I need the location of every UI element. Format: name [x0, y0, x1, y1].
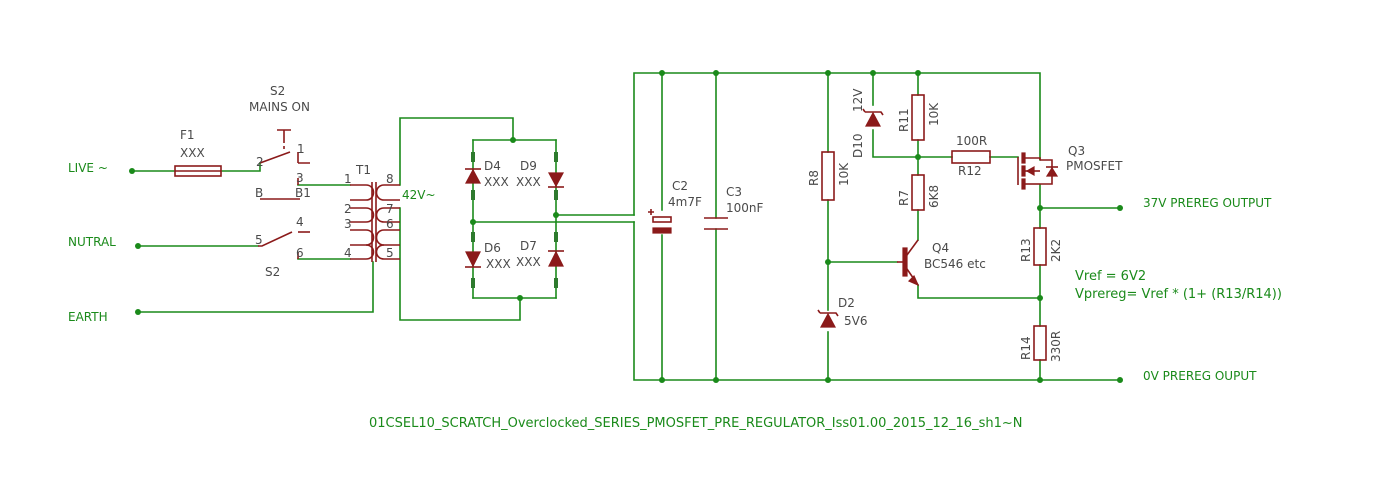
resistor-r13[interactable]: R13 2K2 [1019, 227, 1063, 266]
port-output-positive-label: 37V PREREG OUTPUT [1143, 196, 1272, 210]
port-neutral-label: NUTRAL [68, 235, 116, 249]
transformer-t1-name: T1 [355, 163, 371, 177]
capacitor-c3-value: 100nF [726, 201, 764, 215]
switch-s2[interactable]: S2 MAINS ON 1 2 3 B B1 4 5 6 S2 [249, 84, 311, 279]
switch-pin-2: 2 [256, 155, 264, 169]
resistor-r8[interactable]: R8 10K [807, 151, 851, 201]
port-output-zero[interactable]: 0V PREREG OUPUT [1117, 369, 1257, 383]
transformer-pin-8: 8 [386, 172, 394, 186]
transformer-t1[interactable]: T1 42V~ 1 2 3 4 5 6 7 8 [344, 163, 436, 262]
resistor-r12[interactable]: 100R R12 [951, 134, 991, 178]
transformer-pin-7: 7 [386, 202, 394, 216]
diode-d7[interactable]: D7 XXX [516, 232, 564, 288]
transistor-q4-value: BC546 etc [924, 257, 986, 271]
zener-d2-value: 5V6 [844, 314, 867, 328]
diode-d9[interactable]: D9 XXX [516, 152, 565, 200]
transformer-pin-3: 3 [344, 217, 352, 231]
capacitor-c3[interactable]: C3 100nF [704, 185, 764, 230]
resistor-r7-value: 6K8 [927, 185, 941, 208]
junctions [470, 70, 1043, 383]
port-earth[interactable]: EARTH [68, 309, 141, 324]
transformer-pin-2: 2 [344, 202, 352, 216]
transformer-secondary-label: 42V~ [402, 188, 436, 202]
resistor-r11-name: R11 [897, 108, 911, 132]
capacitor-c2-name: C2 [672, 179, 688, 193]
capacitor-c3-name: C3 [726, 185, 742, 199]
resistor-r14-name: R14 [1019, 336, 1033, 360]
transistor-q4[interactable]: Q4 BC546 etc [897, 239, 986, 287]
resistor-r7[interactable]: R7 6K8 [897, 174, 941, 211]
transistor-q4-name: Q4 [932, 241, 949, 255]
capacitor-c2-value: 4m7F [668, 195, 702, 209]
port-output-positive[interactable]: 37V PREREG OUTPUT [1117, 196, 1272, 211]
fuse-f1[interactable]: F1 XXX [174, 128, 222, 177]
switch-s2-value: MAINS ON [249, 100, 310, 114]
resistor-r14[interactable]: R14 330R [1019, 325, 1063, 362]
diode-d6-name: D6 [484, 241, 501, 255]
transformer-pin-5: 5 [386, 246, 394, 260]
resistor-r11[interactable]: R11 10K [897, 94, 941, 141]
zener-d10[interactable]: 12V D10 [851, 88, 884, 158]
wires [131, 72, 1121, 381]
diode-d6-value: XXX [486, 257, 511, 271]
diode-d9-name: D9 [520, 159, 537, 173]
zener-d2-name: D2 [838, 296, 855, 310]
switch-pin-4: 4 [296, 215, 304, 229]
fuse-f1-value: XXX [180, 146, 205, 160]
switch-pin-b: B [255, 186, 263, 200]
transformer-pin-6: 6 [386, 217, 394, 231]
drawing-title: 01CSEL10_SCRATCH_Overclocked_SERIES_PMOS… [369, 416, 1022, 431]
switch-s2-name: S2 [270, 84, 285, 98]
diode-d4[interactable]: D4 XXX [464, 152, 509, 200]
diode-d4-name: D4 [484, 159, 501, 173]
transformer-pin-4: 4 [344, 246, 352, 260]
port-live-label: LIVE ~ [68, 161, 108, 175]
capacitor-c2[interactable]: C2 4m7F [648, 179, 702, 234]
port-earth-label: EARTH [68, 310, 108, 324]
resistor-r7-name: R7 [897, 190, 911, 206]
switch-pin-1: 1 [297, 142, 305, 156]
zener-d10-value: 12V [851, 88, 865, 112]
note-vref: Vref = 6V2 [1075, 269, 1146, 284]
port-neutral[interactable]: NUTRAL [68, 235, 141, 249]
resistor-r11-value: 10K [927, 102, 941, 126]
resistor-r8-value: 10K [837, 162, 851, 186]
diode-d9-value: XXX [516, 175, 541, 189]
resistor-r12-value: 100R [956, 134, 987, 148]
port-output-zero-label: 0V PREREG OUPUT [1143, 369, 1257, 383]
resistor-r12-name: R12 [958, 164, 982, 178]
transistor-q3[interactable]: Q3 PMOSFET [1017, 144, 1123, 190]
diode-d6[interactable]: D6 XXX [465, 232, 511, 288]
zener-d10-name: D10 [851, 133, 865, 158]
switch-pin-5: 5 [255, 233, 263, 247]
switch-pin-3: 3 [296, 171, 304, 185]
zener-d2[interactable]: D2 5V6 [817, 296, 867, 328]
diode-d7-name: D7 [520, 239, 537, 253]
diode-d7-value: XXX [516, 255, 541, 269]
resistor-r13-value: 2K2 [1049, 239, 1063, 262]
switch-pin-b1: B1 [295, 186, 311, 200]
diode-d4-value: XXX [484, 175, 509, 189]
transformer-pin-1: 1 [344, 172, 352, 186]
transistor-q3-name: Q3 [1068, 144, 1085, 158]
switch-pin-6: 6 [296, 246, 304, 260]
switch-s2-name-lower: S2 [265, 265, 280, 279]
fuse-f1-name: F1 [180, 128, 195, 142]
port-live[interactable]: LIVE ~ [68, 161, 135, 175]
resistor-r13-name: R13 [1019, 238, 1033, 262]
note-formula: Vprereg= Vref * (1+ (R13/R14)) [1075, 287, 1282, 302]
resistor-r8-name: R8 [807, 170, 821, 186]
transistor-q3-value: PMOSFET [1066, 159, 1123, 173]
resistor-r14-value: 330R [1049, 331, 1063, 362]
